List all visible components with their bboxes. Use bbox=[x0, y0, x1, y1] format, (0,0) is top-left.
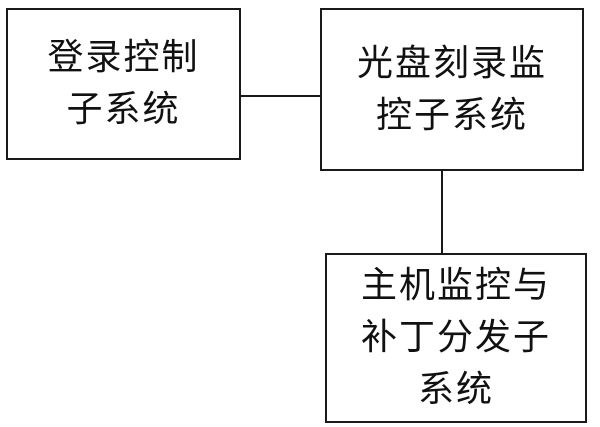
node-label-line: 控子系统 bbox=[375, 94, 528, 136]
disc-burn-monitor-subsystem-box: 光盘刻录监 控子系统 bbox=[320, 8, 584, 171]
node-label-line: 登录控制 bbox=[47, 37, 200, 78]
node-label-line: 主机监控与 bbox=[360, 265, 551, 306]
node-label-line: 补丁分发子 bbox=[360, 317, 551, 358]
host-monitor-patch-subsystem-box: 主机监控与 补丁分发子 系统 bbox=[325, 253, 587, 423]
node-label-line: 光盘刻录监 bbox=[356, 42, 547, 84]
connector-login-to-disc bbox=[241, 95, 320, 97]
node-label-line: 子系统 bbox=[66, 89, 181, 130]
login-control-subsystem-box: 登录控制 子系统 bbox=[6, 8, 241, 160]
node-label-line: 系统 bbox=[417, 369, 494, 410]
connector-disc-to-host bbox=[441, 171, 443, 253]
